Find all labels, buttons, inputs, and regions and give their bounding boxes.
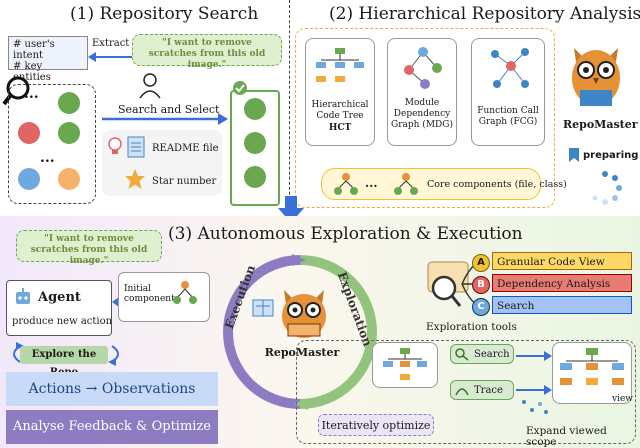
robot-icon [16, 288, 30, 304]
selected-repos-box [230, 90, 280, 206]
criteria-card [102, 130, 222, 196]
actions-observations-bar: Actions → Observations [6, 372, 218, 406]
selected-repo-2 [244, 132, 266, 154]
intent-line-1: # user's intent [13, 39, 55, 61]
repo-icon-1 [58, 92, 80, 114]
fcg-card [471, 38, 545, 146]
core-components-label: Core components (file, class) [427, 179, 567, 190]
mdg-line3: Graph (MDG) [391, 120, 453, 130]
extract-label: Extract [92, 38, 130, 49]
loading-spinner-icon [592, 171, 622, 205]
search-arrow [102, 113, 228, 125]
selected-repo-1 [244, 98, 266, 120]
trace-chip-label: Trace [474, 385, 503, 396]
bookmark-icon [569, 148, 579, 162]
section1-title: (1) Repository Search [70, 4, 259, 24]
fcg-graph-icon [491, 48, 529, 88]
produce-action-label: produce new action [12, 316, 113, 327]
scatter-graph-icon [522, 400, 548, 414]
execution-exploration-ring [223, 254, 377, 410]
hct-tree-icon [316, 48, 364, 82]
fcg-line1: Function Call [477, 106, 539, 116]
small-tree-icon-1 [383, 348, 427, 380]
readme-label: README file [152, 143, 219, 154]
section3-title: (3) Autonomous Exploration & Execution [168, 224, 523, 244]
analysis-box [295, 28, 555, 208]
repo-icon-2 [18, 122, 40, 144]
star-icon [125, 169, 145, 189]
dots-1: ... [24, 86, 39, 102]
center-code-icon [252, 299, 274, 317]
repo-icon-4 [18, 168, 40, 190]
center-repomaster-name: RepoMaster [264, 346, 340, 359]
exploration-execution-panel: (3) Autonomous Exploration & Execution "… [0, 216, 640, 448]
mdg-graph-icon [404, 47, 442, 89]
explore-repo-label: Explore the Repo [20, 346, 108, 378]
trace-chip-icon [455, 388, 469, 396]
tool-c-badge: C [472, 298, 490, 316]
intent-line-2: # key entities [13, 61, 51, 83]
magnifier-icon [2, 76, 30, 106]
trace-chip [450, 380, 514, 400]
intent-box: # user's intent # key entities [8, 36, 88, 83]
center-owl-icon [282, 290, 326, 338]
search-chip-icon [455, 348, 469, 361]
core-tree-icon-2 [394, 173, 418, 195]
repository-search-panel: (1) Repository Search # user's intent # … [0, 0, 290, 215]
extract-arrow [88, 52, 136, 62]
analyse-feedback-bar: Analyse Feedback & Optimize [6, 410, 218, 444]
agent-label: Agent [38, 290, 81, 305]
tool-granular-code-view: Granular Code View [492, 252, 632, 270]
expanded-tree-icon [560, 348, 624, 385]
core-dots: ... [365, 176, 378, 190]
iteratively-optimize-box: Iteratively optimize [318, 414, 434, 436]
preparing-label: preparing [583, 150, 639, 161]
user-quote-2: "I want to remove scratches from this ol… [16, 230, 162, 266]
initial-tree-icon [173, 281, 197, 304]
tool-b-badge: B [472, 276, 490, 294]
selected-repo-3 [244, 166, 266, 188]
tool-a-badge: A [472, 254, 490, 272]
fcg-line2: Graph (FCG) [478, 117, 538, 127]
repo-icon-5 [58, 168, 80, 190]
dots-2: ... [40, 150, 55, 166]
section2-title: (2) Hierarchical Repository Analysis [329, 4, 640, 24]
down-arrow [278, 196, 304, 223]
bulb-icon [108, 137, 122, 154]
expand-scope-box [296, 340, 636, 444]
repomaster-owl-icon [572, 48, 620, 106]
hct-line2: Code Tree [316, 111, 364, 121]
repo-icon-3 [58, 122, 80, 144]
tool-dependency-analysis: Dependency Analysis [492, 274, 632, 292]
search-chip-label: Search [474, 349, 510, 360]
hct-abbr: HCT [328, 123, 352, 133]
search-select-label: Search and Select [118, 103, 220, 116]
expand-arrows [516, 351, 552, 395]
person-icon [139, 73, 161, 99]
check-icon [233, 81, 247, 95]
mdg-line2: Dependency [393, 109, 451, 119]
hct-line1: Hierarchical [311, 100, 369, 110]
exploration-tools-label: Exploration tools [426, 321, 517, 333]
initial-components-label: Initial components [124, 284, 180, 304]
repomaster-name: RepoMaster [563, 118, 638, 131]
view-label: view [612, 394, 633, 404]
repo-candidates-box [8, 84, 96, 204]
core-tree-icon-1 [334, 173, 358, 195]
expand-scope-label: Expand viewed scope [526, 425, 607, 448]
user-quote-1: "I want to remove scratches from this ol… [132, 34, 282, 70]
core-components-bar [321, 168, 541, 200]
mdg-line1: Module [404, 98, 440, 108]
star-label: Star number [152, 176, 217, 187]
hierarchical-analysis-panel: (2) Hierarchical Repository Analysis Hie… [291, 0, 640, 215]
readme-icon [127, 136, 145, 158]
tools-box-icon [427, 261, 469, 307]
tool-search: Search [492, 296, 632, 314]
